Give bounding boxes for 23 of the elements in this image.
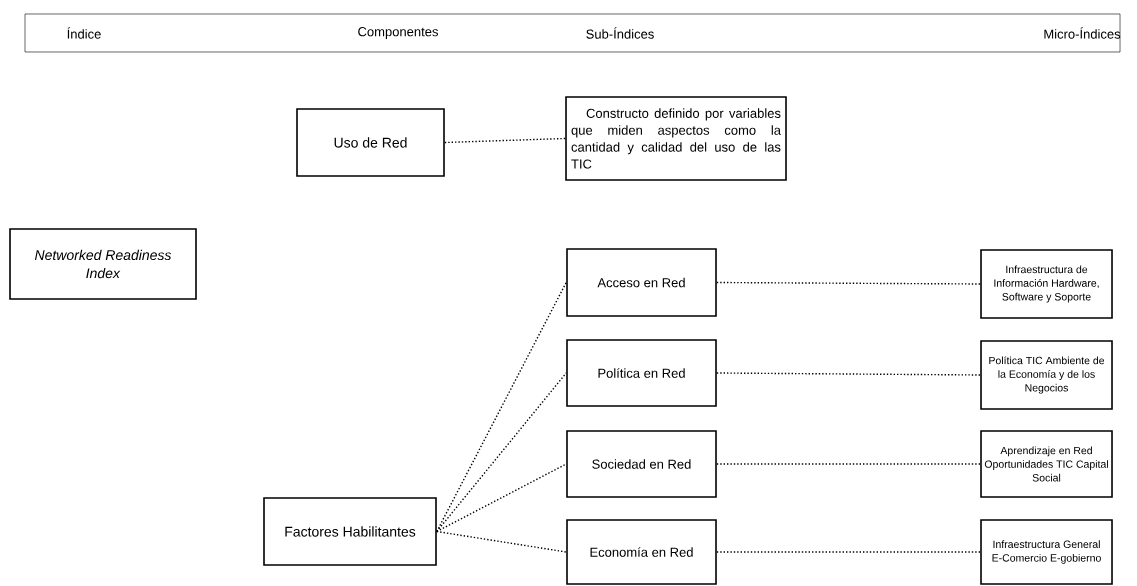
microindex-box: Infraestructura de Información Hardware, Software y Soporte (980, 249, 1113, 319)
component-box: Uso de Red (296, 108, 445, 177)
microindex-box: Aprendizaje en Red Oportunidades TIC Capital Social (980, 430, 1113, 498)
subindex-box: Acceso en Red (566, 248, 717, 317)
column-heading: Componentes (358, 27, 438, 39)
subindex-box: Política en Red (566, 339, 717, 407)
dotted-connector (436, 530, 567, 553)
dotted-connector (436, 463, 567, 533)
description-box: Constructo definido por variables que miden aspectos como la cantidad y calidad del uso de las TIC (565, 96, 787, 181)
subindex-box: Sociedad en Red (566, 430, 717, 498)
column-heading: Micro-Índices (1044, 27, 1121, 39)
dotted-connector (716, 551, 981, 553)
component-box: Factores Habilitantes (263, 497, 437, 566)
column-heading: Sub-Índices (586, 27, 654, 39)
subindex-box: Economía en Red (566, 519, 717, 585)
column-heading: Índice (67, 27, 101, 39)
microindex-box: Infraestructura General E-Comercio E-gobierno (980, 519, 1113, 585)
dotted-connector (716, 281, 981, 285)
microindex-box: Política TIC Ambiente de la Economía y de los Negocios (980, 340, 1113, 410)
dotted-connector (716, 463, 981, 465)
dotted-connector (716, 372, 981, 376)
index-box: Networked Readiness Index (9, 228, 197, 300)
dotted-connector (444, 137, 566, 144)
